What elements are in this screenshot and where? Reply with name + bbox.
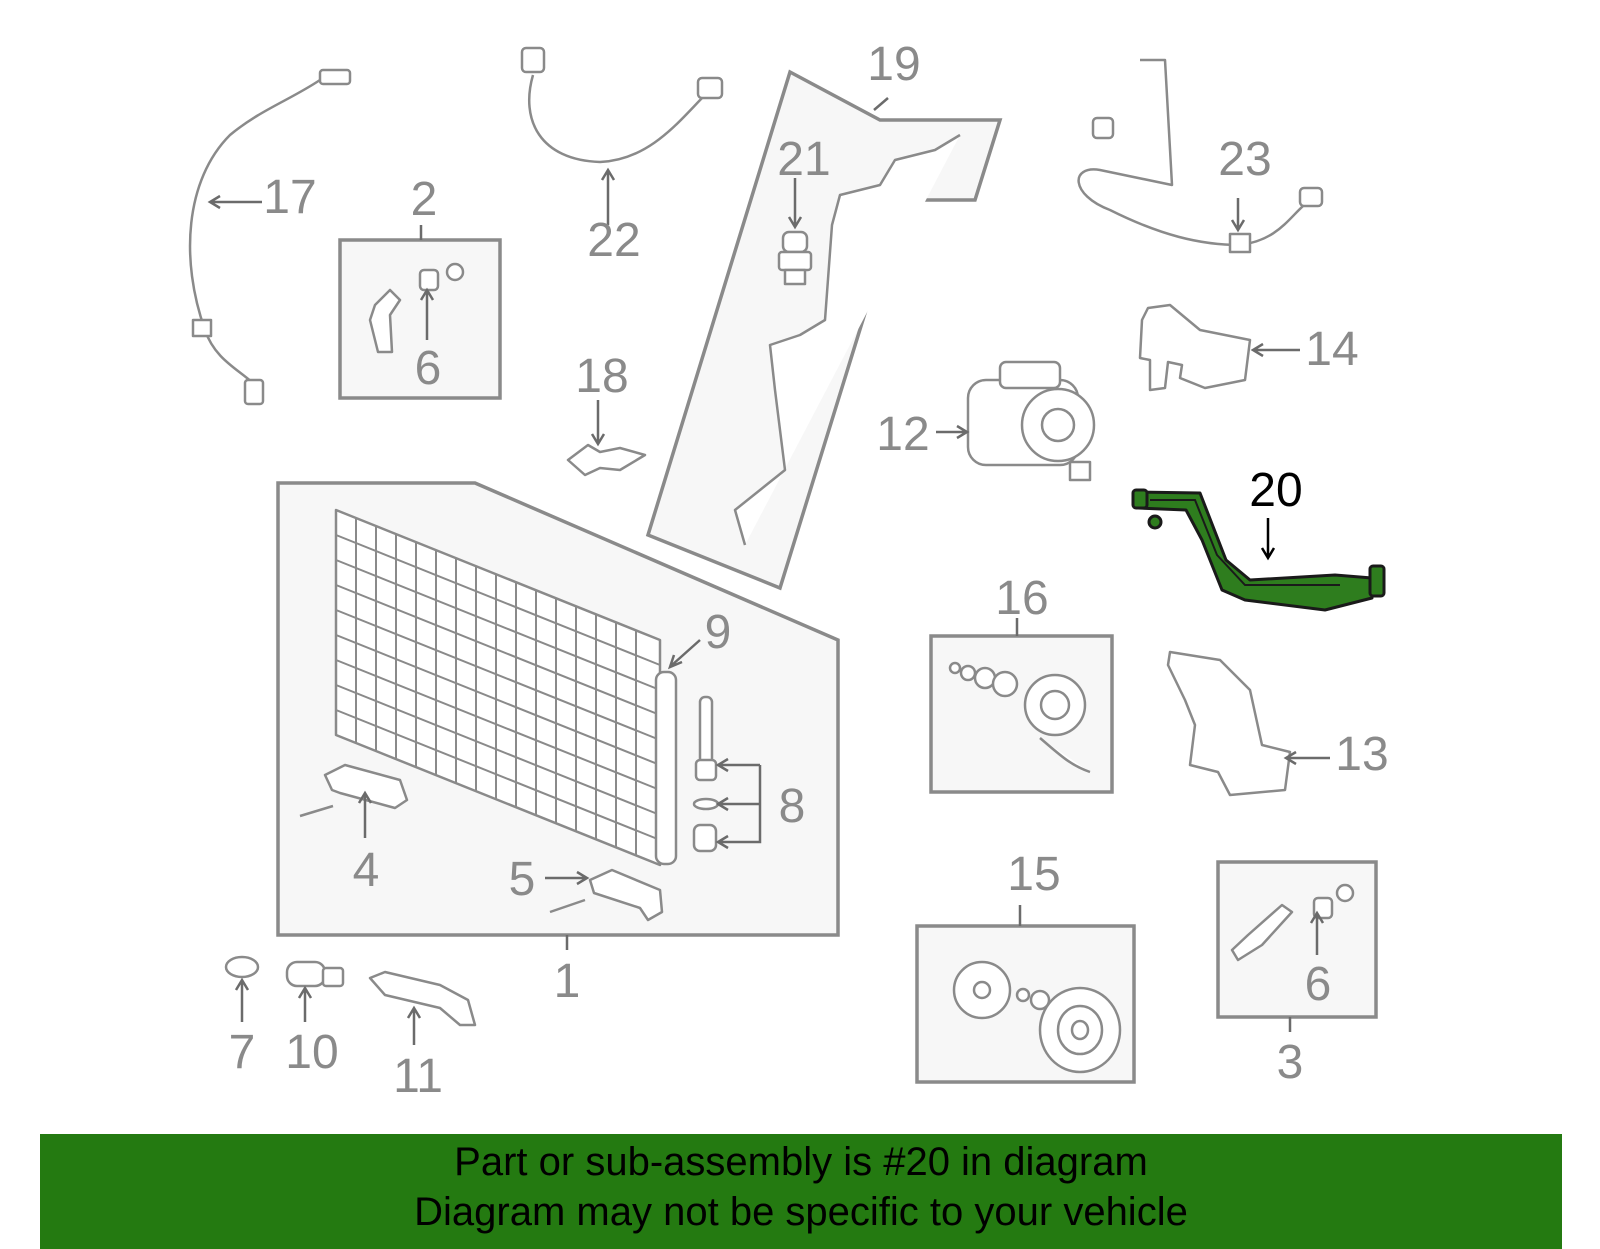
label-part-12: 12 xyxy=(876,408,929,461)
label-part-20: 20 xyxy=(1249,464,1302,517)
part-12-compressor xyxy=(966,360,1096,482)
label-part-15: 15 xyxy=(1007,848,1060,901)
label-part-22: 22 xyxy=(587,214,640,267)
label-part-8: 8 xyxy=(779,780,806,833)
part-23-pipe xyxy=(1077,58,1324,254)
banner-part-note: Part or sub-assembly is #20 in diagram xyxy=(454,1140,1148,1184)
label-part-18: 18 xyxy=(575,350,628,403)
part-16-clutch-parts xyxy=(948,661,1091,774)
label-part-11: 11 xyxy=(393,1050,443,1103)
part-18-label xyxy=(566,443,647,477)
part-17-hose xyxy=(188,68,352,406)
label-part-1: 1 xyxy=(554,955,581,1008)
part-21-sensor xyxy=(777,230,813,286)
part-10-connector xyxy=(285,960,345,988)
part-4-bracket xyxy=(323,763,409,810)
part-2-fitting xyxy=(368,262,465,354)
part-15-pulley-parts xyxy=(952,960,1122,1074)
part-19-pipe xyxy=(733,133,961,546)
label-part-23: 23 xyxy=(1218,133,1271,186)
part-1-condenser-core xyxy=(334,508,678,867)
label-part-10: 10 xyxy=(285,1026,338,1079)
label-part-7: 7 xyxy=(229,1026,256,1079)
label-part-4: 4 xyxy=(353,844,380,897)
leader-arrow-20 xyxy=(1260,518,1276,561)
label-part-19: 19 xyxy=(867,38,920,91)
part-4-bolt xyxy=(299,804,334,818)
label-part-16: 16 xyxy=(995,572,1048,625)
label-part-3: 3 xyxy=(1277,1036,1304,1089)
part-8-fittings xyxy=(692,695,720,853)
part-5-bracket xyxy=(588,868,664,922)
label-part-21: 21 xyxy=(777,133,830,186)
footer-banner: Part or sub-assembly is #20 in diagram D… xyxy=(40,1134,1562,1249)
part-5-bolt xyxy=(549,898,586,914)
box-part-2 xyxy=(338,238,502,400)
label-part-5: 5 xyxy=(509,853,536,906)
part-3-fitting xyxy=(1230,883,1355,962)
label-part-17: 17 xyxy=(263,171,316,224)
part-7-cap xyxy=(224,955,260,979)
part-11-bracket xyxy=(368,970,477,1027)
part-14-bracket xyxy=(1138,303,1252,392)
label-part-2: 2 xyxy=(411,173,438,226)
banner-vehicle-disclaimer: Diagram may not be specific to your vehi… xyxy=(414,1190,1188,1234)
label-part-6-a: 6 xyxy=(415,342,442,395)
leader-arrows xyxy=(207,97,1330,1045)
part-20-pipe-highlighted xyxy=(1131,488,1386,612)
part-13-bracket xyxy=(1166,650,1292,797)
label-part-9: 9 xyxy=(705,606,732,659)
label-part-14: 14 xyxy=(1305,323,1358,376)
label-part-13: 13 xyxy=(1335,728,1388,781)
label-part-6-b: 6 xyxy=(1305,958,1332,1011)
part-22-hose xyxy=(520,46,724,164)
